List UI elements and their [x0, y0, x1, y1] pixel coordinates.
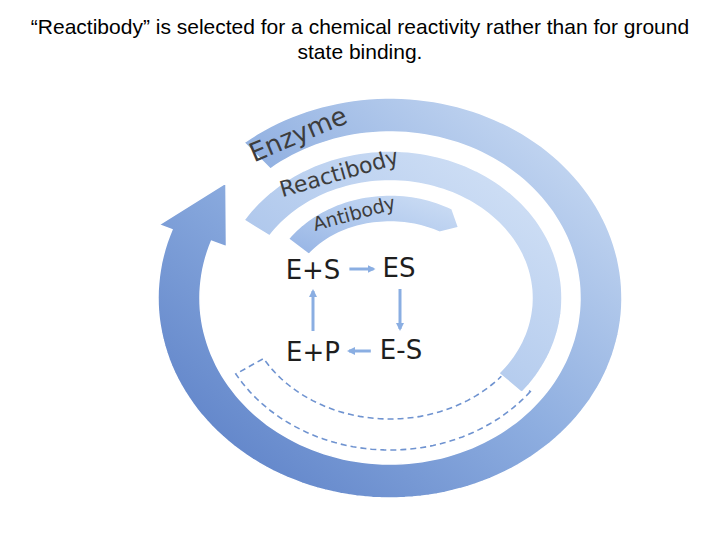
- title: “Reactibody” is selected for a chemical …: [20, 14, 700, 64]
- band-label: Enzyme: [244, 100, 351, 168]
- state-label-box: E-S: [375, 333, 427, 367]
- state-label-box: ES: [378, 251, 421, 285]
- state-text: E+S: [286, 255, 341, 285]
- band-label: Antibody: [310, 191, 398, 235]
- cycle-arrow: [312, 291, 315, 331]
- state-text: E+P: [286, 337, 340, 367]
- cycle-arrow: [349, 350, 371, 353]
- state-label-box: E+S: [281, 253, 346, 287]
- cycle-arrow: [399, 289, 402, 329]
- state-label-box: E+P: [281, 335, 345, 369]
- band-outline: [158, 98, 622, 498]
- state-text: ES: [383, 253, 416, 283]
- state-text: E-S: [380, 335, 422, 365]
- cycle-arrow: [349, 268, 373, 271]
